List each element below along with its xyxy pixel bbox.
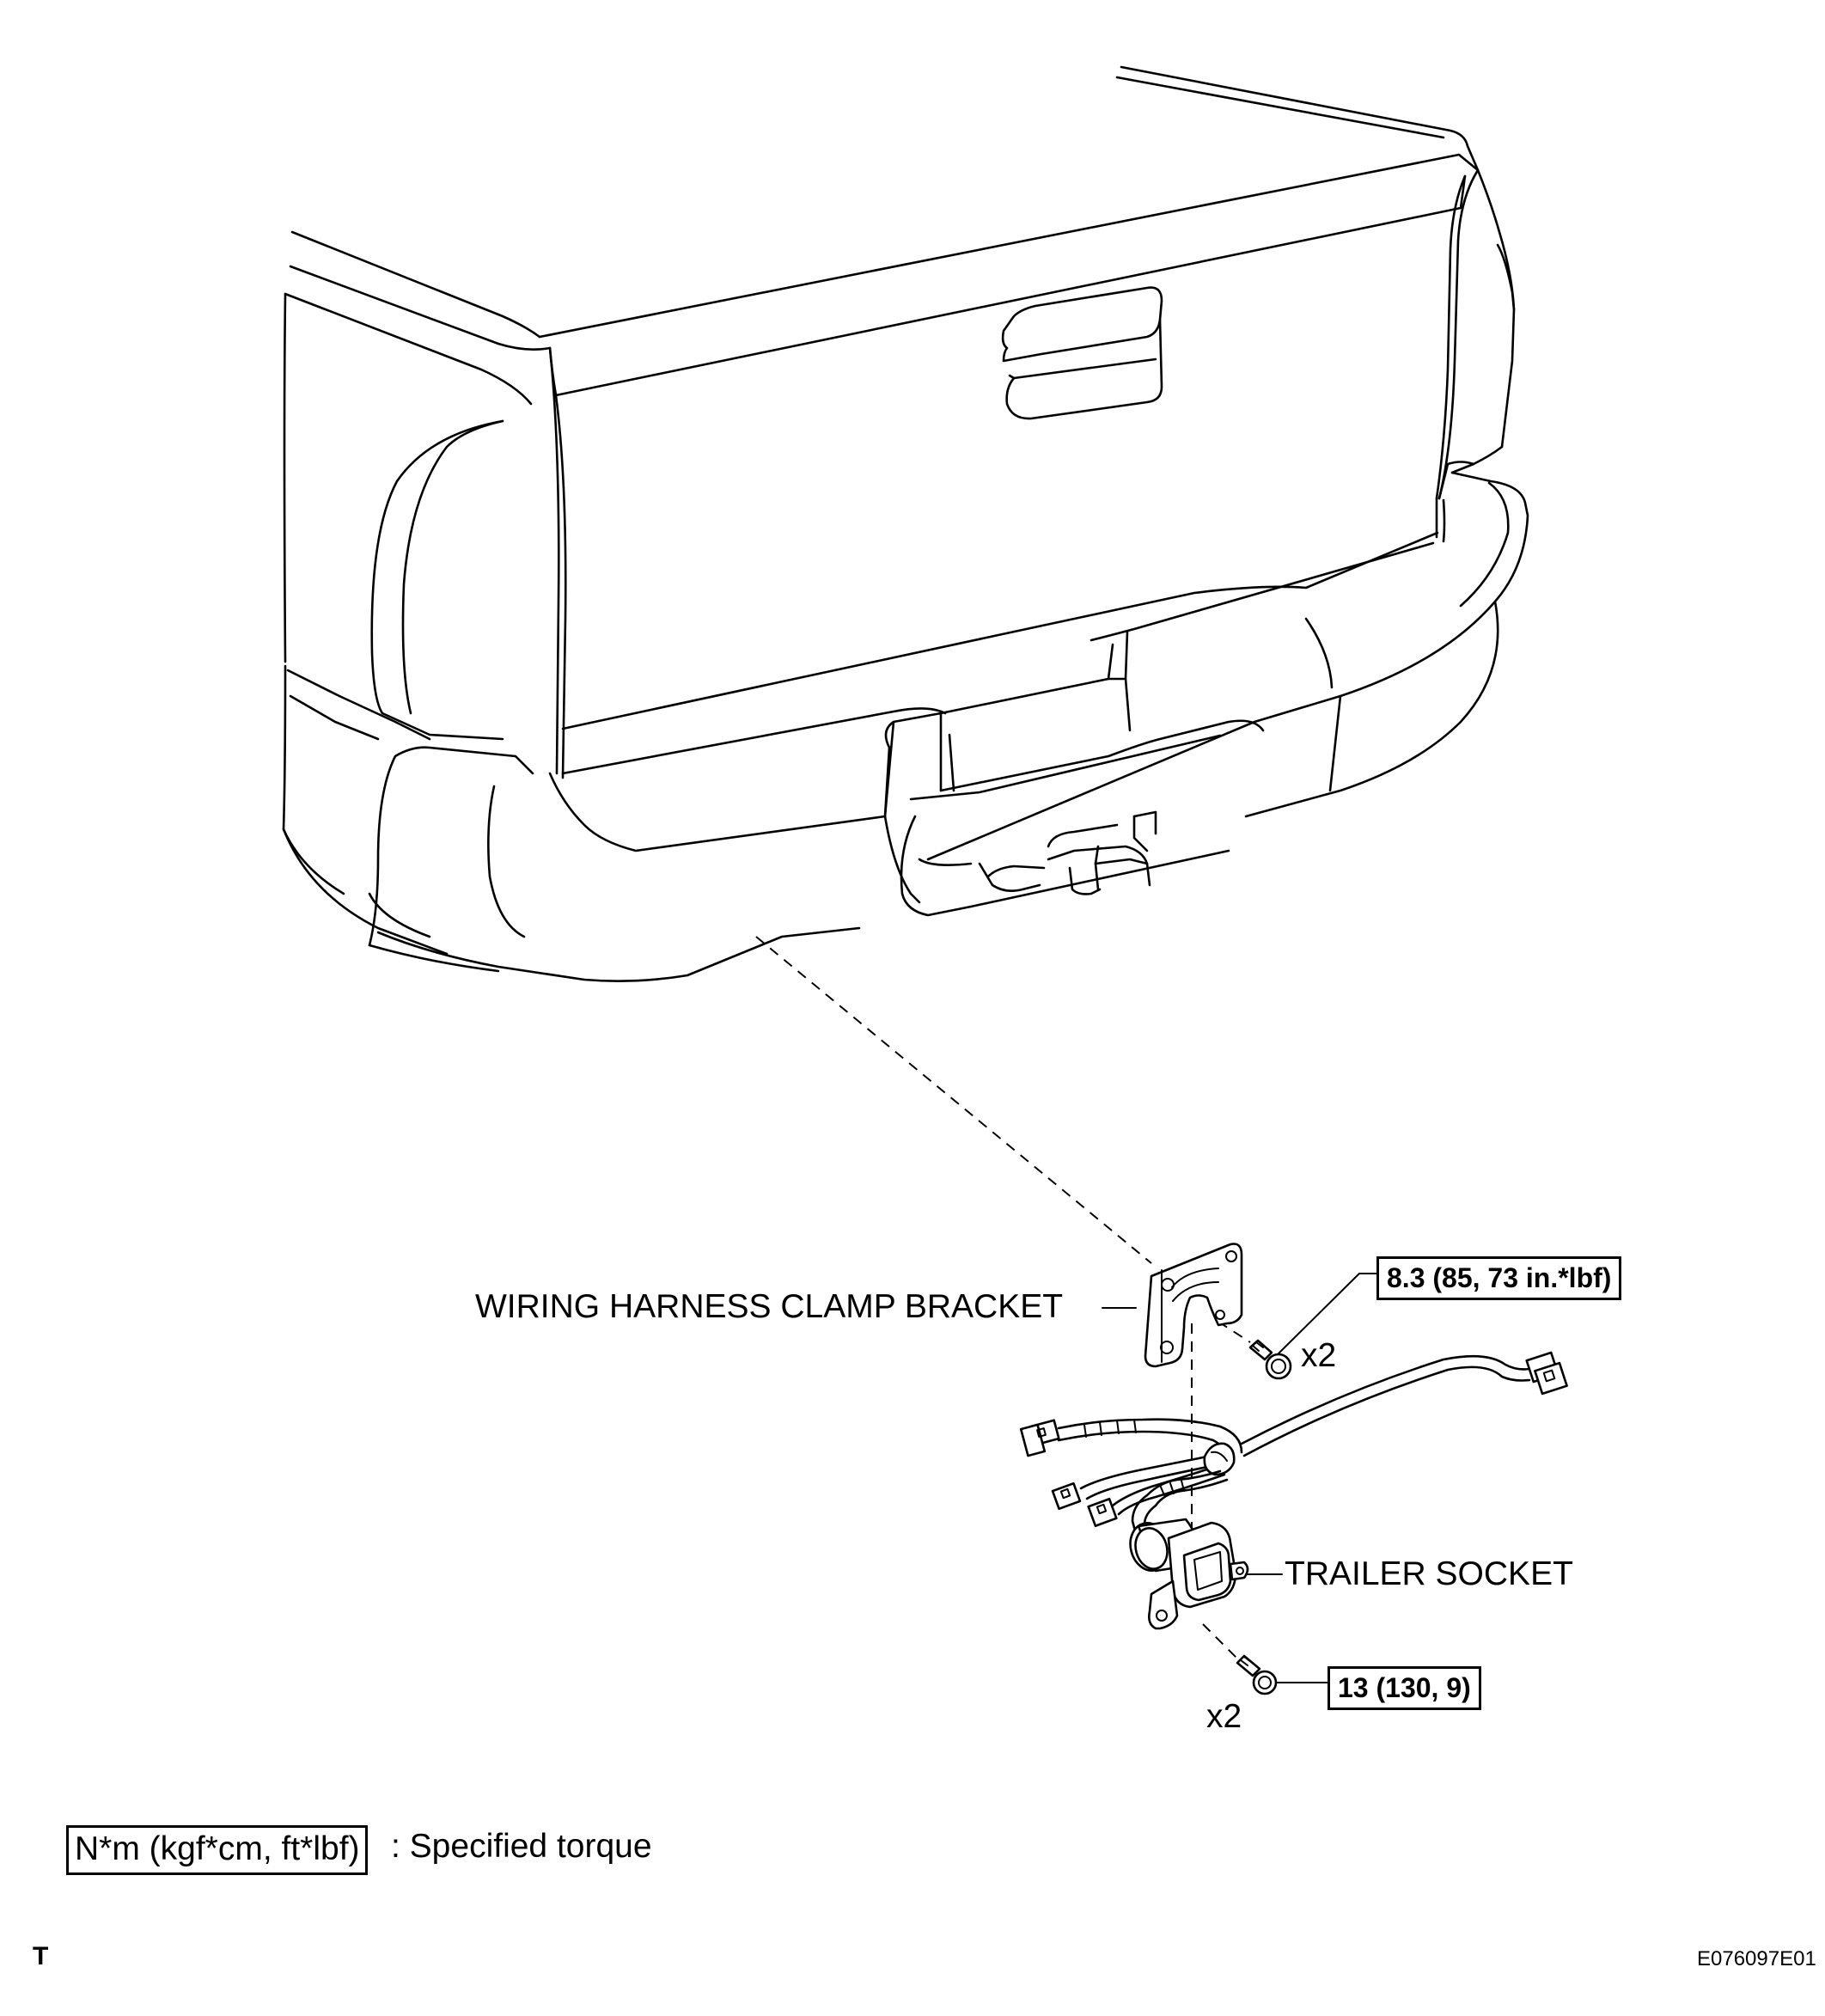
wiring-harness-clamp-bracket (1144, 1243, 1243, 1368)
bracket-label: WIRING HARNESS CLAMP BRACKET (475, 1288, 1064, 1325)
socket-bolt-quantity: x2 (1206, 1698, 1242, 1735)
truck-rear-illustration (282, 65, 1529, 982)
figure-id: E076097E01 (1697, 1947, 1816, 1970)
bracket-bolt (1248, 1339, 1292, 1380)
bracket-bolt-quantity: x2 (1301, 1337, 1337, 1374)
bracket-bolt-torque-box: 8.3 (85, 73 in.*lbf) (1376, 1256, 1622, 1300)
alignment-line-lower-bolt (1202, 1623, 1242, 1664)
footer-code: T (33, 1942, 49, 1970)
torque-leader-upper (1278, 1273, 1377, 1354)
trailer-wiring-harness (1019, 1351, 1568, 1536)
socket-bolt (1236, 1654, 1278, 1695)
socket-label: TRAILER SOCKET (1285, 1555, 1573, 1592)
socket-bolt-torque-box: 13 (130, 9) (1328, 1666, 1481, 1710)
legend-torque-unit-box: N*m (kgf*cm, ft*lbf) (66, 1825, 368, 1875)
legend-description: : Specified torque (391, 1828, 652, 1865)
trailer-socket (1129, 1518, 1249, 1630)
alignment-line-bracket (755, 936, 1152, 1264)
